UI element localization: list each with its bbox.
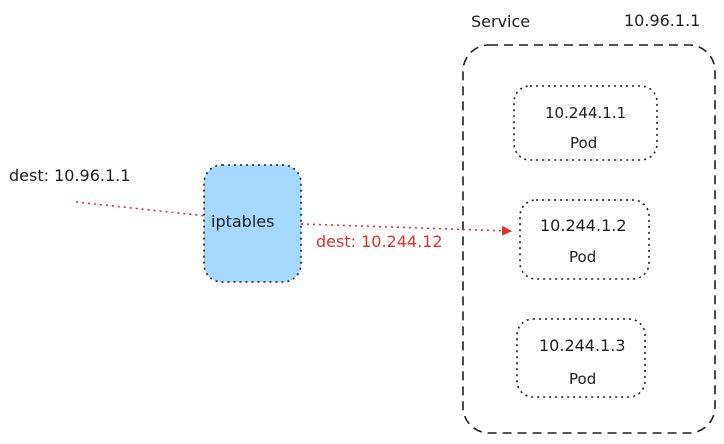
pod-box-2: [519, 199, 650, 280]
pod-ip-3: 10.244.1.3: [539, 336, 626, 355]
service-container: [462, 44, 716, 434]
client-to-iptables-line: [75, 201, 207, 217]
pod-box-3: [516, 318, 646, 398]
pod-label-2: Pod: [569, 248, 597, 266]
pod-ip-1: 10.244.1.1: [545, 104, 627, 122]
iptables-label: iptables: [211, 212, 275, 231]
client-dest-label: dest: 10.96.1.1: [9, 166, 131, 185]
pod-box-1: [513, 85, 658, 161]
pod-label-3: Pod: [569, 370, 597, 388]
service-ip: 10.96.1.1: [624, 11, 701, 30]
pod-ip-2: 10.244.1.2: [540, 216, 627, 235]
rewrite-dest-label: dest: 10.244.12: [316, 232, 443, 251]
service-title: Service: [471, 12, 531, 31]
iptables-box: [203, 164, 302, 283]
iptables-to-pod-arrow: [300, 223, 512, 236]
pod-label-1: Pod: [570, 134, 598, 152]
